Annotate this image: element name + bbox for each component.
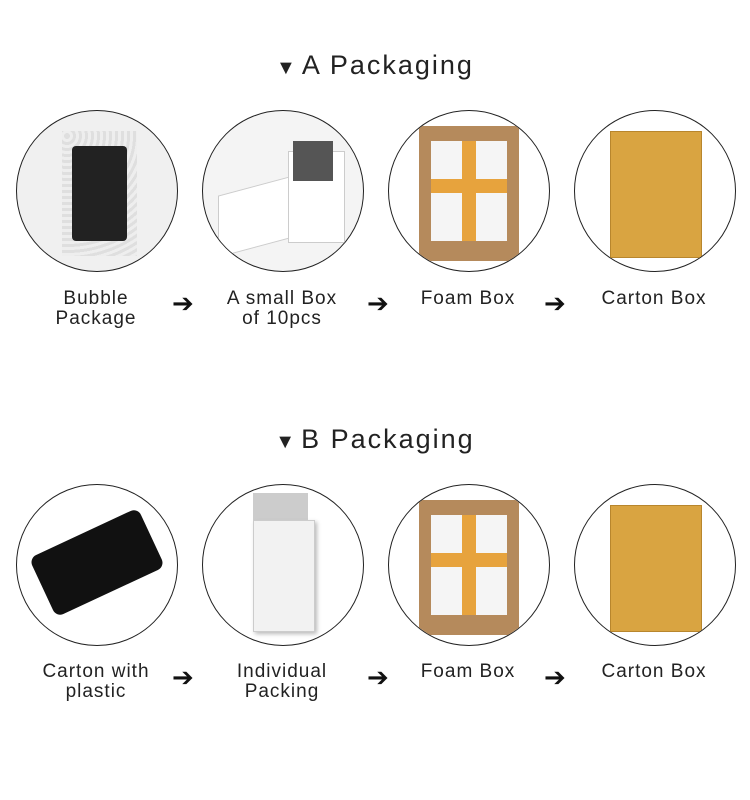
step-label: Carton Box [601,661,707,682]
carton-box-image [574,110,736,272]
step-label: Individual Packing [236,661,328,702]
arrow-right-icon: ➔ [172,662,194,692]
triangle-icon: ▼ [276,57,298,79]
section-a-title-text: A Packaging [301,50,474,80]
arrow-right-icon: ➔ [367,288,389,318]
individual-packing-image [202,484,364,646]
triangle-icon: ▼ [275,431,298,453]
section-a-title: ▼A Packaging [0,50,750,81]
arrow-right-icon: ➔ [172,288,194,318]
step-label: Carton with plastic [42,661,150,702]
step-label: Carton Box [601,288,707,309]
small-box-image [202,110,364,272]
arrow-right-icon: ➔ [544,662,566,692]
arrow-right-icon: ➔ [367,662,389,692]
foam-box-image [388,110,550,272]
step-label: Foam Box [420,661,516,682]
step-label: Bubble Package [55,288,137,329]
step-label: Foam Box [420,288,516,309]
bubble-package-image [16,110,178,272]
foam-box-image [388,484,550,646]
arrow-right-icon: ➔ [544,288,566,318]
carton-with-plastic-image [16,484,178,646]
section-b-title: ▼B Packaging [0,424,750,455]
section-b-title-text: B Packaging [301,424,475,454]
step-label: A small Box of 10pcs [226,288,338,329]
carton-box-image [574,484,736,646]
